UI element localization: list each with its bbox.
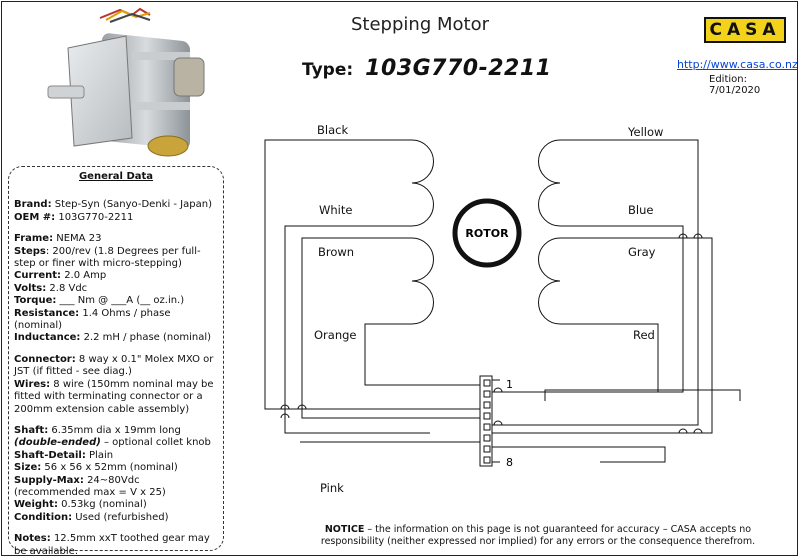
connector-8-way (479, 375, 500, 467)
pin-8-label: 8 (506, 456, 513, 469)
notice-text: NOTICE – the information on this page is… (320, 524, 756, 547)
type-row: Type: 103G770-2211 (302, 56, 551, 81)
wire-pink (492, 446, 666, 463)
torque-line: Torque: ___ Nm @ ___A (__ oz.in.) (14, 295, 185, 307)
label-brown: Brown (318, 245, 355, 259)
page-title: Stepping Motor (351, 14, 489, 35)
notes-line: Notes: 12.5mm xxT toothed gear may be av… (14, 533, 210, 557)
motor-photo (47, 7, 205, 157)
volts-line: Volts: 2.8 Vdc (14, 282, 88, 294)
wire-red (560, 323, 659, 392)
resistance-line: Resistance: 1.4 Ohms / phase (nominal) (14, 307, 171, 332)
wire-orange (364, 323, 480, 386)
label-orange: Orange (314, 328, 357, 342)
wire-white (284, 225, 430, 434)
general-data-panel: General Data Brand: Step-Syn (Sanyo-Denk… (8, 166, 224, 557)
edition-date: Edition: 7/01/2020 (709, 74, 761, 96)
steps-line: Steps: 200/rev (1.8 Degrees per full-ste… (14, 245, 201, 270)
label-blue: Blue (628, 203, 654, 217)
rotor-circle (452, 198, 522, 268)
wire-blue (492, 225, 684, 393)
brand-line: Brand: Step-Syn (Sanyo-Denki - Japan) (14, 199, 212, 211)
wire-black (264, 139, 480, 410)
size-line: Size: 56 x 56 x 52mm (nominal) (14, 462, 178, 474)
left-coil-1 (411, 139, 434, 227)
wire-right-stub (544, 389, 741, 401)
label-white: White (319, 203, 353, 217)
current-line: Current: 2.0 Amp (14, 270, 107, 282)
wire-yellow (492, 139, 699, 426)
right-coil-1 (538, 139, 561, 227)
weight-line: Weight: 0.53kg (nominal) (14, 499, 147, 511)
general-data-heading: General Data (78, 171, 154, 182)
supply-line: Supply-Max: 24~80Vdc (recommended max = … (14, 474, 166, 498)
shaft-detail-line: Shaft-Detail: Plain (14, 449, 114, 461)
type-value: 103G770-2211 (365, 56, 552, 81)
shaft-line: Shaft: 6.35mm dia x 19mm long (14, 424, 181, 436)
double-ended-line: (double-ended) – optional collet knob (14, 437, 211, 449)
connector-line: Connector: 8 way x 0.1" Molex MXO or JST… (14, 353, 214, 378)
label-yellow: Yellow (628, 125, 664, 139)
pin-1-label: 1 (506, 378, 513, 391)
wire-brown (301, 237, 480, 419)
label-black: Black (317, 123, 349, 137)
label-red: Red (633, 328, 655, 342)
label-gray: Gray (628, 245, 656, 259)
condition-line: Condition: Used (refurbished) (14, 511, 169, 523)
website-link[interactable]: http://www.casa.co.nz (677, 58, 798, 71)
wires-line: Wires: 8 wire (150mm nominal may be fitt… (14, 378, 214, 415)
frame-line: Frame: NEMA 23 (14, 233, 102, 245)
type-label: Type: (302, 60, 354, 80)
oem-line: OEM #: 103G770-2211 (14, 211, 134, 223)
left-coil-2 (411, 237, 434, 325)
inductance-line: Inductance: 2.2 mH / phase (nominal) (14, 332, 212, 344)
label-pink: Pink (320, 481, 344, 495)
wire-gray (492, 237, 713, 434)
right-coil-2 (538, 237, 561, 325)
casa-logo: CASA (704, 17, 786, 43)
rotor-label: ROTOR (465, 227, 509, 240)
